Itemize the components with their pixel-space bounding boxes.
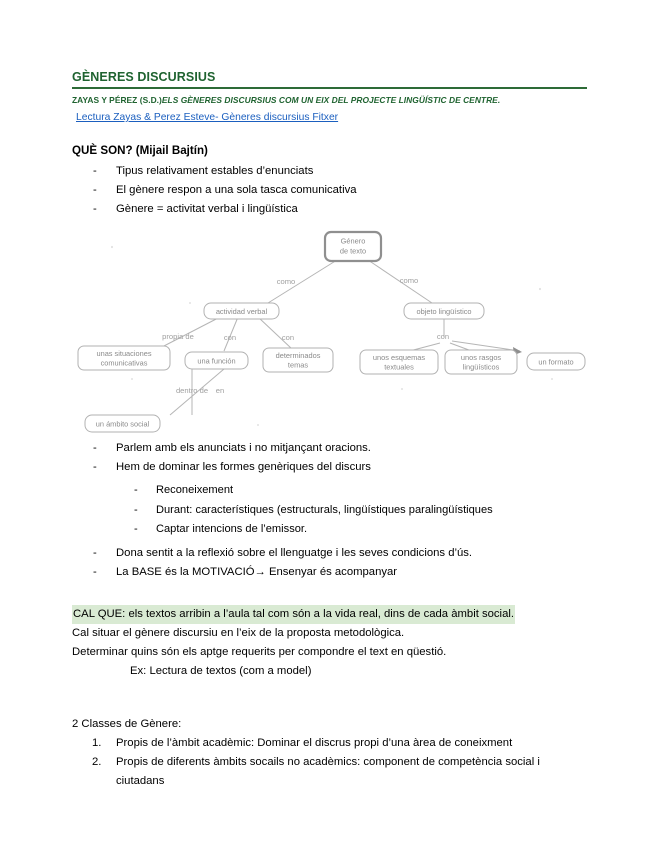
edge-label-en: en — [216, 386, 224, 395]
que-son-bullet-list: Tipus relativament estables d’enunciats … — [72, 162, 587, 219]
node-label-determinados-temas-line2: temas — [288, 361, 308, 370]
list-item-number: 1. — [92, 736, 102, 749]
list-item: Tipus relativament estables d’enunciats — [72, 162, 587, 181]
edge-label-propia-de: propia de — [162, 332, 194, 341]
list-item: Reconeixement — [72, 481, 587, 501]
list-item: El gènere respon a una sola tasca comuni… — [72, 181, 587, 200]
node-label-unos-rasgos-line2: lingüísticos — [463, 363, 500, 372]
node-label-una-funcion: una función — [197, 357, 235, 366]
node-label-root-line2: de texto — [340, 247, 366, 256]
node-una-funcion: una función — [184, 351, 249, 370]
node-objeto-linguistico: objeto lingüístico — [403, 302, 485, 320]
node-label-un-ambito-social: un ámbito social — [96, 420, 150, 429]
node-label-un-formato: un formato — [538, 358, 573, 367]
page-title: GÈNERES DISCURSIUS — [72, 70, 587, 89]
concept-map-diagram: como como propia de con con con dentro d… — [72, 229, 587, 435]
node-label-unos-esquemas-line2: textuales — [384, 363, 414, 372]
list-item: 1. Propis de l’àmbit acadèmic: Dominar e… — [72, 734, 587, 753]
reading-link[interactable]: Lectura Zayas & Perez Esteve- Gèneres di… — [76, 112, 339, 123]
node-label-objeto-linguistico: objeto lingüístico — [416, 307, 471, 316]
node-unos-rasgos-linguisticos: unos rasgos lingüísticos — [444, 349, 518, 375]
list-item: Dona sentit a la reflexió sobre el lleng… — [72, 544, 587, 563]
edge-label-con-temas: con — [282, 333, 294, 342]
subtitle-authors: ZAYAS Y PÉREZ (S.D.) — [72, 95, 162, 105]
list-item-number: 2. — [92, 755, 102, 768]
edge-label-como-right: como — [400, 276, 419, 285]
node-determinados-temas: determinados temas — [262, 347, 334, 373]
edge-label-con-objeto: con — [437, 332, 449, 341]
list-item: La BASE és la MOTIVACIÓ→ Ensenyar és aco… — [72, 563, 587, 582]
discourse-sub-bullet-list: Reconeixement Durant: característiques (… — [72, 481, 587, 540]
classes-heading: 2 Classes de Gènere: — [72, 717, 182, 730]
list-item: Durant: característiques (estructurals, … — [72, 501, 587, 521]
document-subtitle: ZAYAS Y PÉREZ (S.D.)ELS GÈNERES DISCURSI… — [72, 95, 587, 106]
edge-label-dentro-de: dentro de — [176, 386, 208, 395]
calque-line-2: Determinar quins són els aptge requerits… — [72, 645, 447, 658]
list-item: Captar intencions de l’emissor. — [72, 520, 587, 540]
list-item-text: Propis de l’àmbit acadèmic: Dominar el d… — [116, 736, 513, 749]
edge-label-como-left: como — [277, 277, 296, 286]
node-label-unos-rasgos-line1: unos rasgos — [461, 353, 502, 362]
node-label-root-line1: Género — [341, 237, 366, 246]
node-genero-de-texto: Género de texto — [323, 230, 383, 263]
edge-label-con-funcion: con — [224, 333, 236, 342]
list-item: Gènere = activitat verbal i lingüística — [72, 200, 587, 219]
subtitle-work: ELS GÈNERES DISCURSIUS COM UN EIX DEL PR… — [161, 95, 501, 105]
discourse-bullet-list: Parlem amb els anunciats i no mitjançant… — [72, 439, 587, 477]
concept-map-svg: como como propia de con con con dentro d… — [77, 230, 586, 433]
node-unas-situaciones-comunicativas: unas situaciones comunicativas — [77, 345, 171, 371]
section-heading-que-son: QUÈ SON? (Mijail Bajtín) — [72, 144, 208, 157]
cal-que-block: CAL QUE: els textos arribin a l’aula tal… — [72, 604, 587, 681]
discourse-bullet-list-after: Dona sentit a la reflexió sobre el lleng… — [72, 544, 587, 582]
node-un-ambito-social: un ámbito social — [84, 414, 161, 433]
list-item: Parlem amb els anunciats i no mitjançant… — [72, 439, 587, 458]
list-item-text: Propis de diferents àmbits socails no ac… — [116, 755, 540, 787]
document-content: GÈNERES DISCURSIUS ZAYAS Y PÉREZ (S.D.)E… — [72, 70, 587, 791]
list-item: Hem de dominar les formes genèriques del… — [72, 458, 587, 477]
calque-line-1: Cal situar el gènere discursiu en l’eix … — [72, 626, 405, 639]
node-label-unas-situaciones-line2: comunicativas — [101, 359, 148, 368]
highlighted-statement: CAL QUE: els textos arribin a l’aula tal… — [72, 604, 515, 624]
node-unos-esquemas-textuales: unos esquemas textuales — [359, 349, 439, 375]
highlighted-statement-wrap: CAL QUE: els textos arribin a l’aula tal… — [72, 604, 587, 624]
calque-example: Ex: Lectura de textos (com a model) — [130, 664, 312, 677]
node-label-unos-esquemas-line1: unos esquemas — [373, 353, 425, 362]
node-actividad-verbal: actividad verbal — [203, 302, 280, 320]
node-label-unas-situaciones-line1: unas situaciones — [96, 349, 151, 358]
node-label-determinados-temas-line1: determinados — [276, 351, 321, 360]
list-item: 2. Propis de diferents àmbits socails no… — [72, 753, 587, 791]
node-un-formato: un formato — [526, 352, 586, 371]
node-label-actividad-verbal: actividad verbal — [216, 307, 268, 316]
classes-list: 1. Propis de l’àmbit acadèmic: Dominar e… — [72, 734, 587, 791]
